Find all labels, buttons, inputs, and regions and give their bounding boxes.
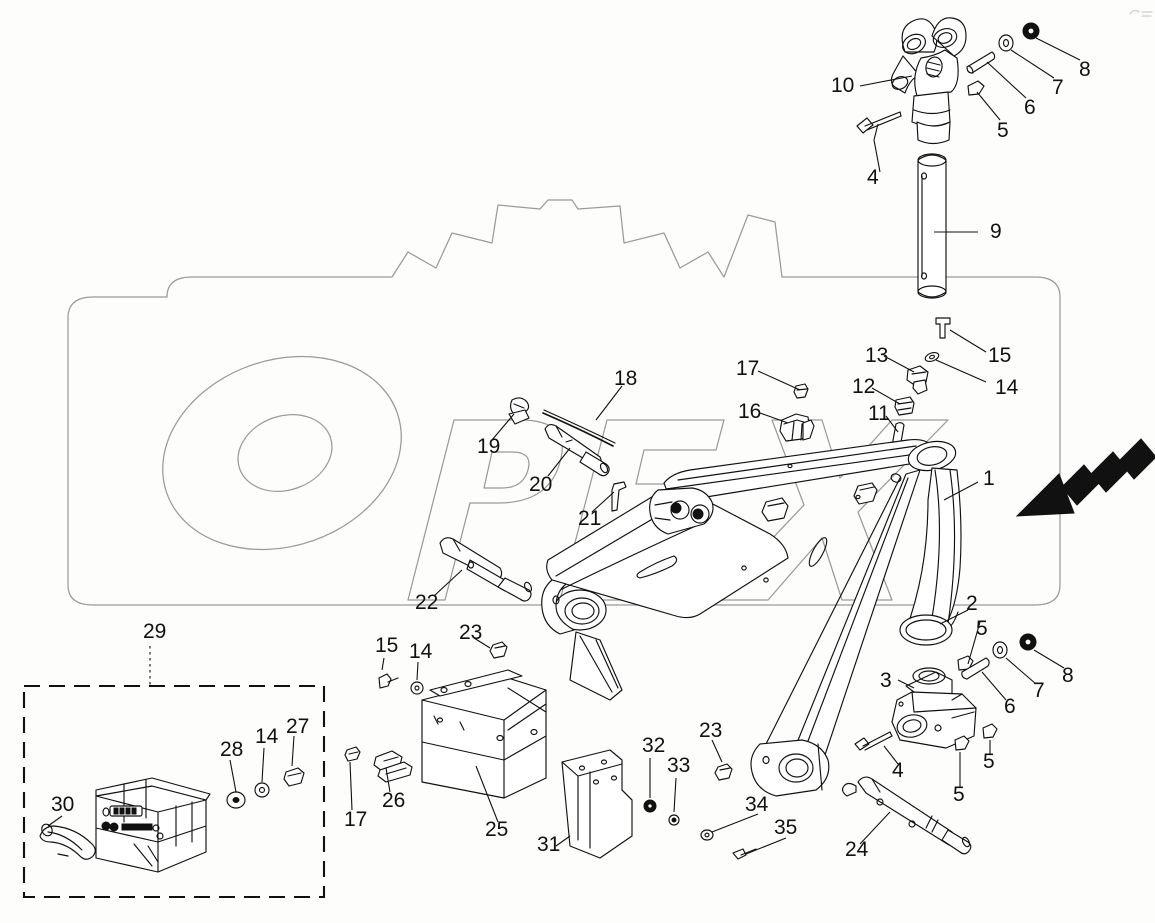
part-29-toolbox [95,777,211,873]
callout-22: 22 [415,591,439,614]
callout-31: 31 [537,833,561,856]
part-35-screw [732,848,757,860]
part-14-washer-upper [924,351,940,363]
part-17-grease-fitting-upper [793,383,809,399]
part-16-hose-clip [779,413,815,442]
callout-5-b: 5 [953,783,965,806]
part-14-washer-inset [254,782,270,798]
part-6-pin-top [966,51,996,74]
part-27-bolt-inset [283,767,305,787]
part-6-pin-br [961,657,990,680]
part-1-boom-frame [541,439,962,797]
callout-3: 3 [880,669,892,692]
callout-15: 15 [988,344,1012,367]
part-7-washer-top [998,34,1014,52]
callout-25: 25 [485,818,509,841]
callout-27: 27 [286,715,310,738]
part-26-wedge-plate [373,750,413,783]
callout-14-c: 14 [255,725,279,748]
callout-21: 21 [578,507,602,530]
part-8-nut-top [1022,22,1040,40]
toolbox-detail-inset [22,684,326,899]
part-31-guard-plate [561,749,633,859]
part-22-pin-assembly-long [439,537,533,602]
part-18-thin-rod [542,409,616,447]
callout-4: 4 [867,166,879,189]
part-5-nut-br2 [954,735,970,751]
part-4-bolt-long-top [856,111,902,134]
callout-33: 33 [667,754,691,777]
callout-24: 24 [845,838,869,861]
callout-4-b: 4 [892,759,904,782]
part-23-bolt-br [714,763,733,781]
callout-18: 18 [614,367,638,390]
part-17-grease-fitting-lower [344,746,361,762]
part-23-bolt-mid [489,641,508,659]
part-8-nut-br [1019,633,1037,651]
part-33-washer [668,814,680,826]
callout-34: 34 [745,793,769,816]
forward-direction-arrow [1015,438,1155,517]
callout-7: 7 [1052,76,1064,99]
callout-11: 11 [868,402,890,425]
part-15-bolt-upper [935,317,951,339]
part-5-nut-br3 [982,723,998,739]
callout-29: 29 [143,620,167,643]
callout-17-b: 17 [344,808,368,831]
callout-5: 5 [997,119,1009,142]
part-20-pin-assembly [544,423,610,477]
callout-6: 6 [1024,96,1036,119]
callout-13: 13 [865,344,889,367]
callout-2: 2 [966,592,978,615]
callout-35: 35 [774,816,798,839]
part-32-nut [643,799,657,813]
part-12-clamp-block [894,396,915,416]
part-19-grease-nipple [508,397,530,425]
part-25-mounting-bracket [421,669,547,799]
callout-26: 26 [382,789,406,812]
part-10-universal-yoke [890,17,967,145]
callout-7-b: 7 [1033,679,1045,702]
part-21-roll-pin [611,481,627,512]
part-7-washer-br [992,641,1008,659]
callout-23-b: 23 [699,719,723,742]
part-5-nut-top [967,80,985,96]
callout-19: 19 [477,435,501,458]
callout-30: 30 [51,793,75,816]
callout-23: 23 [459,621,483,644]
callout-14-b: 14 [409,640,433,663]
callout-9: 9 [990,220,1002,243]
part-30-toolbox-handle [39,823,96,860]
part-3-swivel-housing [891,667,977,749]
part-28-washer [226,791,246,809]
part-24-hydraulic-cylinder [841,776,972,855]
callout-20: 20 [529,473,553,496]
callout-5-c: 5 [983,750,995,773]
corner-logo-fragment [1129,9,1153,17]
callout-6-b: 6 [1004,695,1016,718]
part-14-washer-left [410,681,424,695]
callout-12: 12 [852,375,876,398]
callout-14: 14 [995,376,1019,399]
callout-10: 10 [831,74,855,97]
part-15-bolt-left [378,673,399,689]
callout-28: 28 [220,738,244,761]
callout-16: 16 [738,400,762,423]
part-34-washer [700,829,714,841]
callout-5-d: 5 [976,617,988,640]
leader-lines [47,37,1081,855]
callout-17: 17 [736,357,760,380]
callout-8-b: 8 [1062,664,1074,687]
callout-15-b: 15 [375,634,399,657]
part-4-bolt-bottom [854,731,893,751]
callout-32: 32 [642,734,666,757]
callout-8: 8 [1079,58,1091,81]
part-2-seal-ring [899,614,953,646]
callout-1: 1 [983,467,995,490]
part-9-pivot-pin [917,153,947,299]
